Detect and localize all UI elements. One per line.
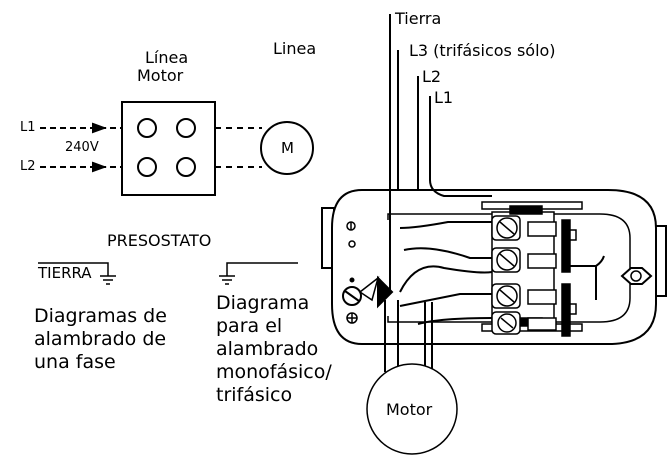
three-phase-caption-line: trifásico — [216, 384, 293, 406]
single-phase-caption-line: alambrado de — [34, 328, 167, 350]
pressure-switch-box — [121, 101, 216, 196]
three-phase-caption-line: monofásico/ — [216, 361, 332, 383]
three-phase-caption: Diagrama para el alambrado monofásico/ t… — [216, 292, 356, 407]
motor-circle — [366, 363, 458, 455]
single-phase-caption-line: una fase — [34, 351, 116, 373]
line-label: Linea — [273, 39, 317, 58]
motor-symbol — [260, 121, 314, 175]
single-phase-caption: Diagramas de alambrado de una fase — [34, 305, 184, 374]
switch-top-label-line: Línea — [145, 48, 189, 67]
terminal-l1-motor — [176, 118, 196, 138]
terminal-l2-motor — [176, 157, 196, 177]
ground-symbols — [38, 262, 298, 285]
single-phase-diagram — [40, 101, 314, 196]
voltage-label: 240V — [65, 140, 99, 155]
ground-label: TIERRA — [38, 264, 92, 282]
three-phase-caption-line: alambrado — [216, 338, 319, 360]
input-label-l1: L1 — [20, 120, 36, 135]
terminal-strip — [491, 205, 653, 337]
input-label-l2: L2 — [20, 159, 36, 174]
wire-label-l1: L1 — [434, 88, 454, 107]
motor-symbol-label: M — [281, 139, 294, 157]
three-phase-caption-line: para el — [216, 315, 283, 337]
terminal-l1-line — [137, 118, 157, 138]
wire-label-ground: Tierra — [395, 9, 442, 28]
wire-label-l2: L2 — [422, 67, 442, 86]
three-phase-caption-line: Diagrama — [216, 292, 310, 314]
motor-label: Motor — [386, 400, 433, 419]
switch-top-label-motor: Motor — [137, 66, 184, 85]
arrow-l2 — [92, 161, 107, 173]
single-phase-caption-line: Diagramas de — [34, 305, 167, 327]
pressure-switch-name: PRESOSTATO — [107, 231, 212, 250]
switch-wires — [384, 14, 493, 372]
arrow-l1 — [92, 122, 107, 134]
wire-label-l3: L3 (trifásicos sólo) — [409, 41, 556, 60]
terminal-l2-line — [137, 157, 157, 177]
